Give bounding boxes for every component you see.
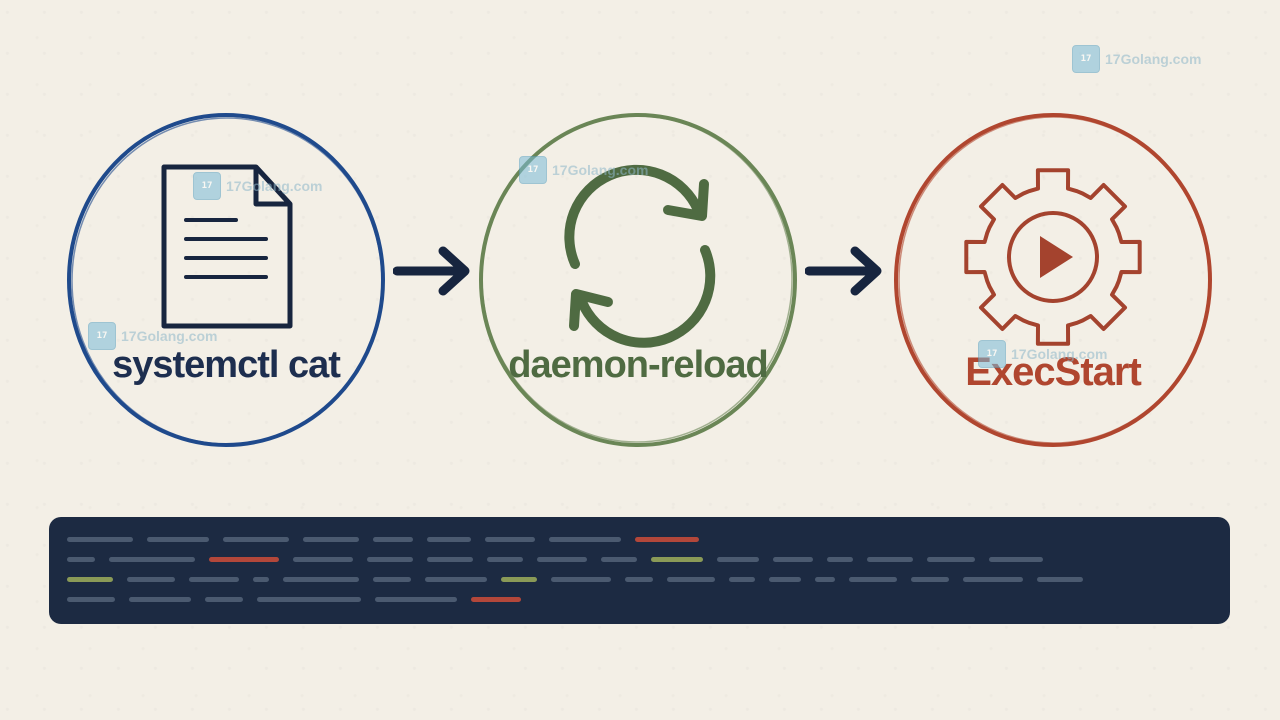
terminal-line [67,577,1097,583]
watermark-text: 17Golang.com [552,162,649,178]
step-ring [479,113,797,447]
watermark-logo-icon: 17 [519,156,547,184]
watermark: 17 17Golang.com [88,322,217,350]
terminal-line [67,537,713,543]
watermark-logo-icon: 17 [88,322,116,350]
step-ring [894,113,1212,447]
watermark-logo-icon: 17 [1072,45,1100,73]
gear-outline [964,168,1142,346]
terminal-line [67,597,535,603]
watermark: 17 17Golang.com [1072,45,1201,73]
document-icon [161,164,293,329]
step-label: systemctl cat [112,344,341,386]
watermark-logo-icon: 17 [193,172,221,200]
watermark-text: 17Golang.com [226,178,323,194]
watermark-logo-icon: 17 [978,340,1006,368]
watermark: 17 17Golang.com [193,172,322,200]
arrow-right-icon [805,246,882,296]
step-execstart: ExecStart [893,112,1213,448]
watermark-text: 17Golang.com [121,328,218,344]
step-ring [67,113,385,447]
terminal-line [67,557,1057,563]
watermark-text: 17Golang.com [1011,346,1108,362]
watermark: 17 17Golang.com [519,156,648,184]
arrow-right-icon [393,246,470,296]
step-systemctl-cat: systemctl cat [66,112,386,448]
step-daemon-reload: daemon-reload [478,112,798,448]
refresh-icon [564,164,716,348]
watermark-text: 17Golang.com [1105,51,1202,67]
terminal-panel [49,517,1230,624]
gear-play-icon [964,168,1142,346]
watermark: 17 17Golang.com [978,340,1107,368]
step-label: daemon-reload [508,344,768,386]
